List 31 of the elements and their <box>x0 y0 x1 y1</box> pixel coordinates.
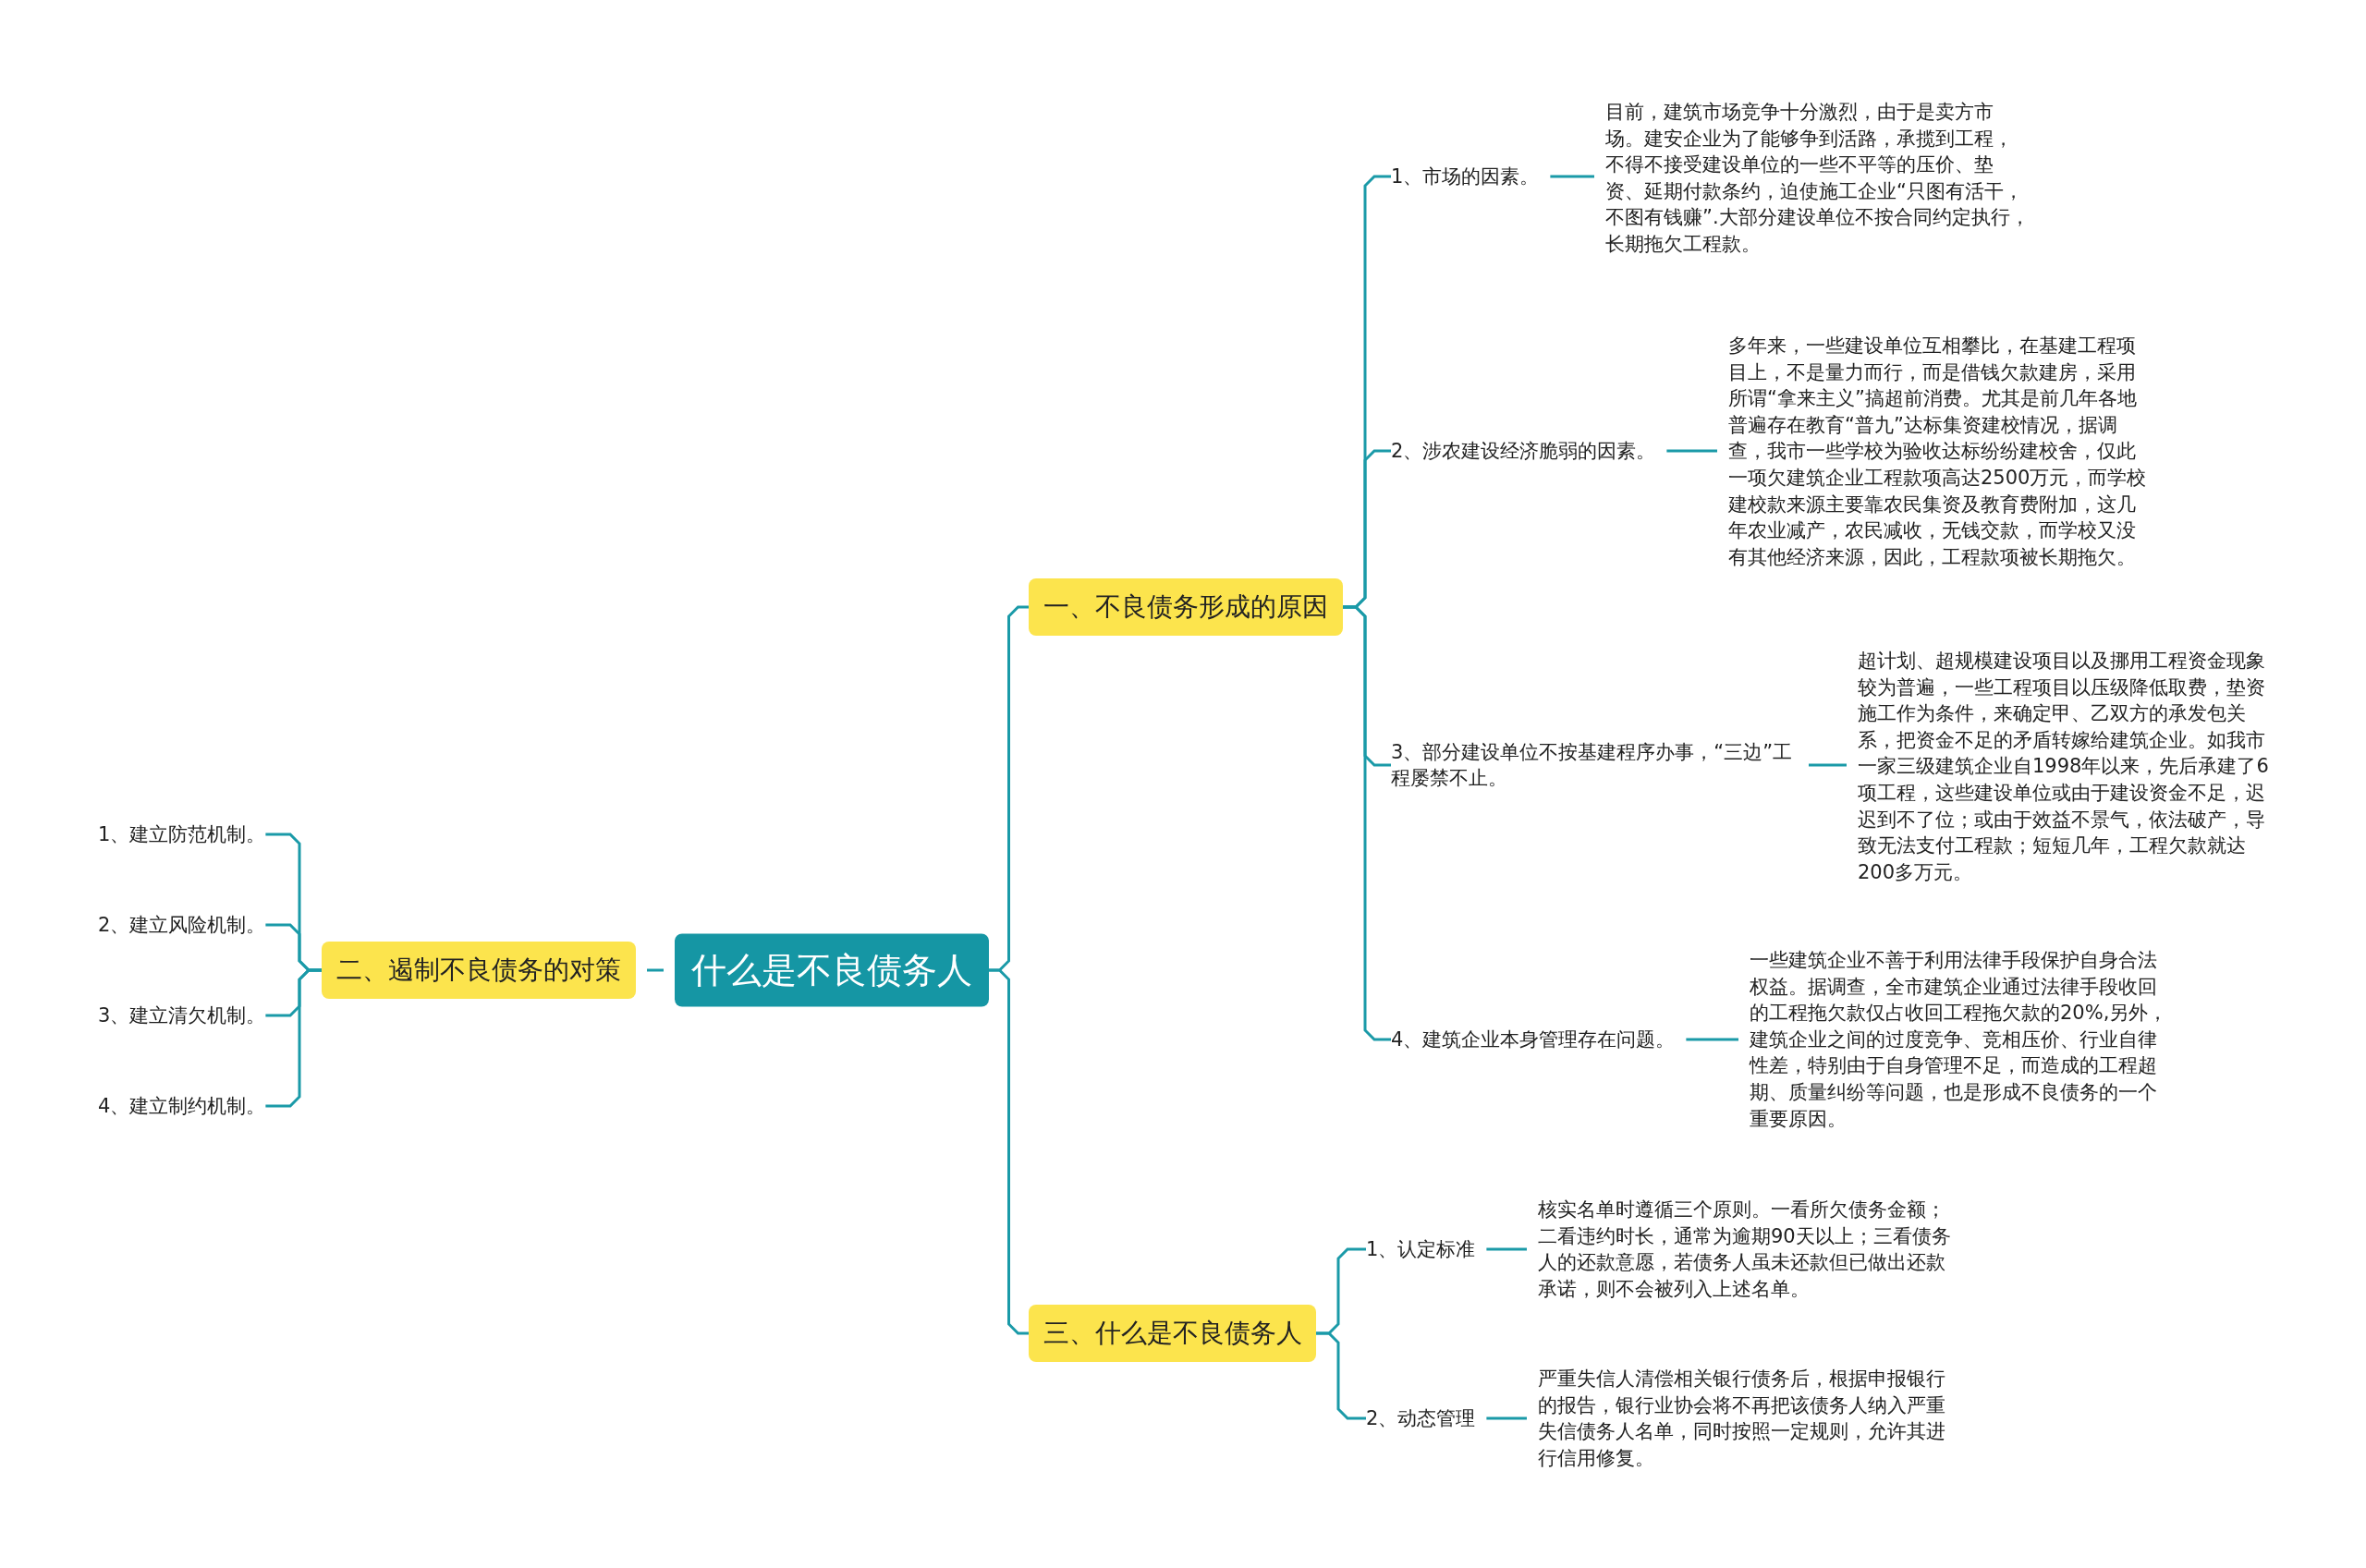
subtopic-text: 1、市场的因素。 <box>1391 164 1540 189</box>
subtopic-text: 2、涉农建设经济脆弱的因素。 <box>1391 438 1656 464</box>
description-text: 核实名单时遵循三个原则。一看所欠债务金额；二看违约时长，通常为逾期90天以上；三看债务人的还款意愿，若债务人虽未还款但已做出还款承诺，则不会被列入上述名单。 <box>1538 1196 1963 1303</box>
subtopic-text: 1、认定标准 <box>1366 1236 1476 1262</box>
connector-line <box>1316 1331 1366 1420</box>
connector-line <box>647 968 664 972</box>
description-text: 多年来，一些建设单位互相攀比，在基建工程项目上，不是量力而行，而是借钱欠款建房，采用所谓“拿来主义”搞超前消费。尤其是前几年各地普遍存在教育“普九”达标集资建校情况，据调查，我市一些学校为验收达标纷纷建校舍，仅此一项欠建筑企业工程款项高达2500万元，而学校建校款来源主要靠农民集资及教育费附加，这几年农业减产，农民减收，无钱交款，而学校又没有其他经济来源，因此，工程款项被长期拖欠。 <box>1728 333 2153 571</box>
branch-topic: 三、什么是不良债务人 <box>1029 1305 1316 1362</box>
connector-line <box>1486 1247 1527 1251</box>
connector-line <box>1666 449 1717 453</box>
connector-line <box>1686 1038 1738 1041</box>
subtopic-text: 2、建立风险机制。 <box>98 912 266 938</box>
subtopic-text: 3、建立清欠机制。 <box>98 1003 266 1028</box>
subtopic-text: 3、部分建设单位不按基建程序办事，“三边”工程屡禁不止。 <box>1391 739 1798 791</box>
connector-line <box>1343 605 1391 1041</box>
subtopic-text: 4、建筑企业本身管理存在问题。 <box>1391 1027 1676 1052</box>
branch-topic: 二、遏制不良债务的对策 <box>322 942 636 999</box>
description-text: 一些建筑企业不善于利用法律手段保护自身合法权益。据调查，全市建筑企业通过法律手段收回的工程拖欠款仅占收回工程拖欠款的20%,另外，建筑企业之间的过度竞争、竞相压价、行业自律性差，特别由于自身管理不足，而造成的工程超期、质量纠纷等问题，也是形成不良债务的一个重要原因。 <box>1750 946 2175 1133</box>
connector-line <box>1809 763 1847 767</box>
connector-line <box>1550 175 1594 178</box>
subtopic-text: 1、建立防范机制。 <box>98 821 266 847</box>
description-text: 目前，建筑市场竞争十分激烈，由于是卖方市场。建安企业为了能够争到活路，承揽到工程，不得不接受建设单位的一些不平等的压价、垫资、延期付款条约，迫使施工企业“只图有活干，不图有钱赚”.大部分建设单位不按合同约定执行，长期拖欠工程款。 <box>1605 99 2031 258</box>
branch-topic: 一、不良债务形成的原因 <box>1029 578 1343 636</box>
connector-line <box>989 968 1029 1335</box>
description-text: 超计划、超规模建设项目以及挪用工程资金现象较为普遍，一些工程项目以压级降低取费，垫资施工作为条件，来确定甲、乙双方的承发包关系，把资金不足的矛盾转嫁给建筑企业。如我市一家三级建筑企业自1998年以来，先后承建了6项工程，这些建设单位或由于建设资金不足，迟迟到不了位；或由于效益不景气，依法破产，导致无法支付工程款；短短几年，工程欠款就达200多万元。 <box>1858 648 2283 886</box>
connector-line <box>265 968 322 1108</box>
central-topic: 什么是不良债务人 <box>675 933 989 1007</box>
subtopic-text: 2、动态管理 <box>1366 1405 1476 1431</box>
connector-line <box>1486 1416 1527 1420</box>
description-text: 严重失信人清偿相关银行债务后，根据申报银行的报告，银行业协会将不再把该债务人纳入严重失信债务人名单，同时按照一定规则，允许其进行信用修复。 <box>1538 1365 1963 1472</box>
subtopic-text: 4、建立制约机制。 <box>98 1093 266 1119</box>
